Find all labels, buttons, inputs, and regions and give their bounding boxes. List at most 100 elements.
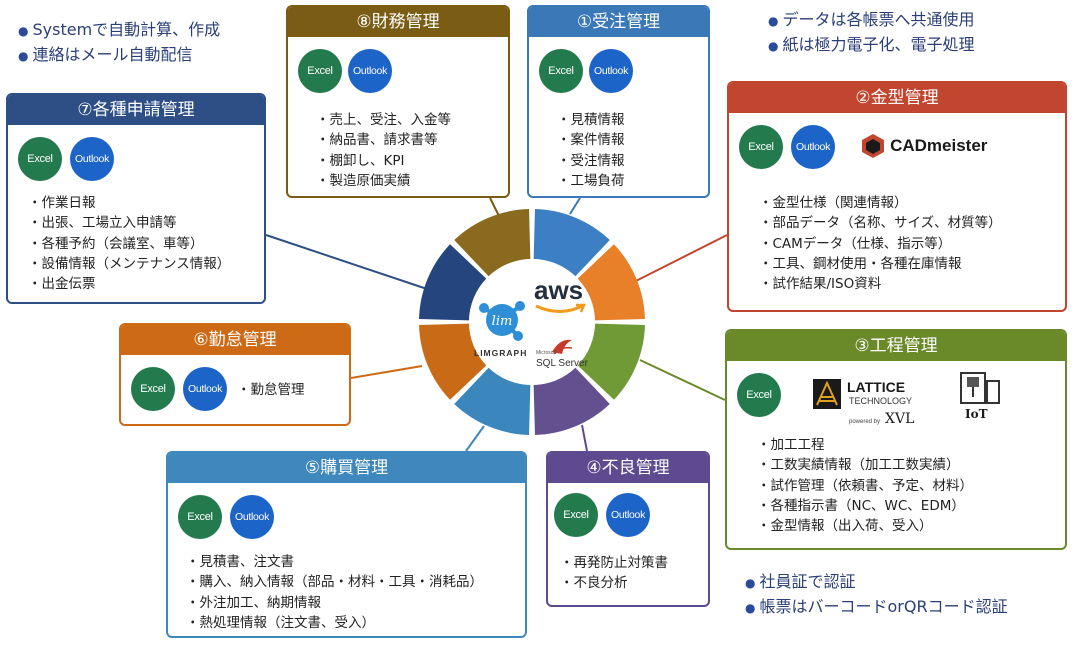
outlook-icon: Outlook bbox=[589, 49, 633, 93]
list-item: 工場負荷 bbox=[557, 171, 625, 191]
list-item: 部品データ（名称、サイズ、材質等） bbox=[759, 213, 1002, 233]
connector-order bbox=[569, 197, 581, 215]
item-list: 見積書、注文書 購入、納入情報（部品・材料・工具・消耗品） 外注加工、納期情報 … bbox=[186, 552, 484, 633]
list-item: 熱処理情報（注文書、受入） bbox=[186, 613, 483, 633]
outlook-icon: Outlook bbox=[230, 495, 274, 539]
ring-segment-process bbox=[577, 323, 645, 400]
card-title: ④不良管理 bbox=[548, 453, 708, 483]
note-bottom-right: 社員証で認証 帳票はバーコードorQRコード認証 bbox=[745, 570, 1007, 620]
list-item: 外注加工、納期情報 bbox=[186, 593, 483, 613]
item-list: 加工工程 工数実績情報（加工工数実績） 試作管理（依頼書、予定、材料） 各種指示… bbox=[757, 435, 974, 536]
list-item: 工具、鋼材使用・各種在庫情報 bbox=[759, 254, 1002, 274]
list-item: 勤怠管理 bbox=[237, 380, 305, 400]
aws-logo: aws bbox=[534, 277, 586, 315]
aws-text: aws bbox=[534, 275, 584, 305]
connector-application bbox=[265, 234, 431, 291]
outlook-icon: Outlook bbox=[183, 367, 227, 411]
note-item: Systemで自動計算、作成 bbox=[18, 18, 220, 43]
list-item: 金型仕様（関連情報） bbox=[759, 193, 1002, 213]
limgraph-logo: lim LIMGRAPH bbox=[474, 296, 536, 366]
cadmeister-logo: CADmeister bbox=[861, 133, 987, 159]
central-ring bbox=[419, 209, 645, 435]
note-top-left: Systemで自動計算、作成 連絡はメール自動配信 bbox=[18, 18, 220, 68]
list-item: 製造原価実績 bbox=[316, 171, 451, 191]
outlook-icon: Outlook bbox=[791, 125, 835, 169]
list-item: 納品書、請求書等 bbox=[316, 130, 451, 150]
list-item: 工数実績情報（加工工数実績） bbox=[757, 455, 973, 475]
connector-purchasing bbox=[465, 425, 485, 452]
item-list: 勤怠管理 bbox=[237, 380, 305, 400]
excel-icon: Excel bbox=[131, 367, 175, 411]
outlook-icon: Outlook bbox=[606, 493, 650, 537]
note-top-right: データは各帳票へ共通使用 紙は極力電子化、電子処理 bbox=[768, 8, 974, 58]
card-finance-management: ⑧財務管理 Excel Outlook 売上、受注、入金等 納品書、請求書等 棚… bbox=[286, 5, 510, 198]
card-title: ⑦各種申請管理 bbox=[8, 95, 264, 125]
cadmeister-mark-icon bbox=[862, 134, 884, 158]
limgraph-mark-icon: lim bbox=[479, 301, 525, 341]
excel-icon: Excel bbox=[18, 137, 62, 181]
ring-segment-order bbox=[533, 209, 610, 277]
ring-segment-finance bbox=[454, 209, 531, 277]
list-item: 不良分析 bbox=[560, 573, 668, 593]
card-title: ①受注管理 bbox=[529, 7, 708, 37]
ring-segment-attendance bbox=[419, 323, 487, 400]
list-item: 設備情報（メンテナンス情報） bbox=[28, 254, 231, 274]
connector-defect bbox=[581, 424, 588, 452]
lattice-text: LATTICE bbox=[847, 379, 906, 395]
lattice-logo: LATTICE TECHNOLOGY powered by XVL bbox=[813, 379, 923, 431]
excel-icon: Excel bbox=[539, 49, 583, 93]
lim-text: lim bbox=[492, 314, 513, 329]
item-list: 再発防止対策書 不良分析 bbox=[560, 553, 669, 594]
item-list: 売上、受注、入金等 納品書、請求書等 棚卸し、KPI 製造原価実績 bbox=[316, 110, 452, 191]
list-item: 加工工程 bbox=[757, 435, 973, 455]
cadmeister-text: CADmeister bbox=[890, 136, 988, 155]
card-application-management: ⑦各種申請管理 Excel Outlook 作業日報 出張、工場立入申請等 各種… bbox=[6, 93, 266, 304]
powered-by-text: powered by bbox=[849, 419, 881, 425]
outlook-icon: Outlook bbox=[348, 49, 392, 93]
sql-server-small-text: Microsoft bbox=[536, 350, 557, 356]
connector-attendance bbox=[350, 365, 423, 379]
xvl-text: XVL bbox=[885, 411, 915, 427]
card-attendance-management: ⑥勤怠管理 Excel Outlook 勤怠管理 bbox=[119, 323, 351, 426]
list-item: 見積情報 bbox=[557, 110, 625, 130]
card-title: ③工程管理 bbox=[727, 331, 1065, 361]
card-order-management: ①受注管理 Excel Outlook 見積情報 案件情報 受注情報 工場負荷 bbox=[527, 5, 710, 198]
iot-logo: IoT bbox=[955, 371, 1005, 421]
list-item: CAMデータ（仕様、指示等） bbox=[759, 234, 1002, 254]
list-item: 再発防止対策書 bbox=[560, 553, 669, 573]
card-purchasing-management: ⑤購買管理 Excel Outlook 見積書、注文書 購入、納入情報（部品・材… bbox=[166, 451, 527, 638]
list-item: 売上、受注、入金等 bbox=[316, 110, 452, 130]
aws-smile-icon bbox=[535, 303, 586, 313]
limgraph-text: LIMGRAPH bbox=[474, 348, 528, 358]
list-item: 試作管理（依頼書、予定、材料） bbox=[757, 476, 974, 496]
sql-server-icon bbox=[552, 339, 573, 355]
excel-icon: Excel bbox=[739, 125, 783, 169]
list-item: 出張、工場立入申請等 bbox=[28, 213, 230, 233]
card-title: ②金型管理 bbox=[729, 83, 1065, 113]
ring-segment-application bbox=[419, 244, 487, 321]
ring-segment-defect bbox=[533, 367, 610, 435]
list-item: 案件情報 bbox=[557, 130, 625, 150]
lattice-sub-text: TECHNOLOGY bbox=[849, 396, 913, 406]
card-mold-management: ②金型管理 Excel Outlook CADmeister 金型仕様（関連情報… bbox=[727, 81, 1067, 312]
sql-server-text: SQL Server bbox=[536, 358, 588, 369]
iot-device-icon bbox=[960, 372, 1000, 404]
list-item: 見積書、注文書 bbox=[186, 552, 483, 572]
list-item: 各種予約（会議室、車等） bbox=[28, 234, 230, 254]
list-item: 受注情報 bbox=[557, 151, 625, 171]
note-item: 帳票はバーコードorQRコード認証 bbox=[745, 595, 1007, 620]
card-defect-management: ④不良管理 Excel Outlook 再発防止対策書 不良分析 bbox=[546, 451, 710, 607]
note-item: 連絡はメール自動配信 bbox=[18, 43, 220, 68]
excel-icon: Excel bbox=[178, 495, 222, 539]
list-item: 棚卸し、KPI bbox=[316, 151, 451, 171]
connector-process bbox=[639, 359, 726, 401]
excel-icon: Excel bbox=[298, 49, 342, 93]
lattice-mark-icon bbox=[813, 379, 841, 409]
card-title: ⑤購買管理 bbox=[168, 453, 525, 483]
excel-icon: Excel bbox=[737, 373, 781, 417]
iot-text: IoT bbox=[965, 407, 988, 421]
list-item: 金型情報（出入荷、受入） bbox=[757, 516, 973, 536]
ring-segment-mold bbox=[577, 244, 645, 321]
list-item: 出金伝票 bbox=[28, 274, 230, 294]
